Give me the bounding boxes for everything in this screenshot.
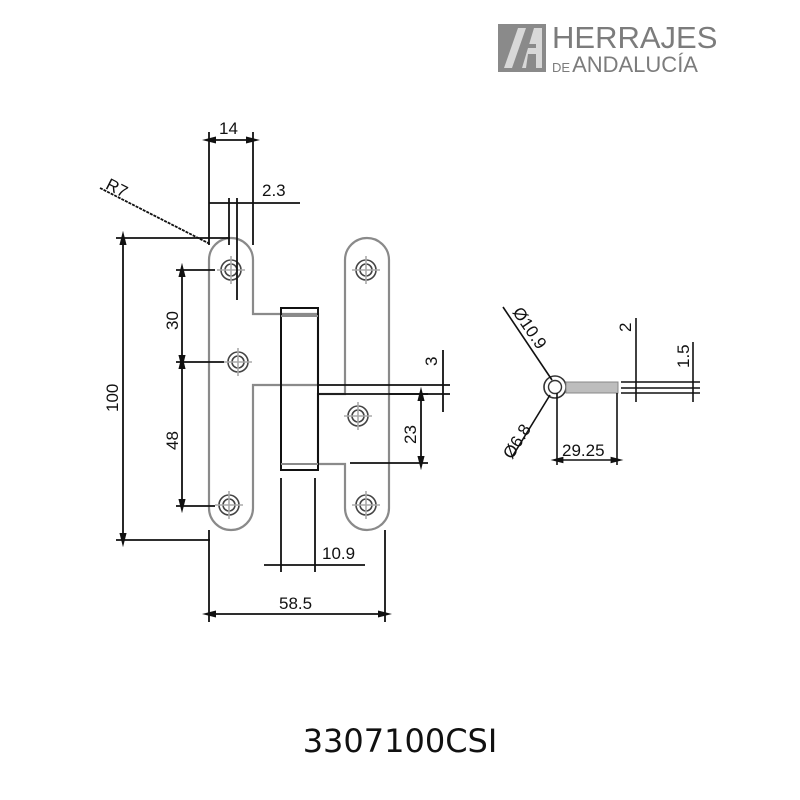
dim-leaf-width: 14 [219,119,238,138]
dim-hole-spacing-bottom: 48 [163,431,182,450]
knuckle [280,307,319,471]
logo-de-text: DE [552,60,571,75]
pin-side-view [502,306,700,465]
screw-holes [215,256,380,519]
dim-knuckle-width: 10.9 [322,544,355,563]
dim-offset: 2.3 [262,181,286,200]
logo-subtitle-text: ANDALUCÍA [572,52,698,77]
part-code: 3307100CSI [302,722,498,760]
dim-total-width: 58.5 [279,594,312,613]
dimension-lines [99,132,450,622]
logo-subtitle: DEANDALUCÍA [552,52,698,78]
left-leaf [207,236,320,532]
brand-logo: HERRAJES DEANDALUCÍA [498,20,717,78]
dim-hole-spacing-top: 30 [163,311,182,330]
logo-brand-text: HERRAJES [552,20,718,55]
logo-mark-icon [498,24,546,72]
dim-pin-length: 29.25 [562,441,605,460]
dim-thickness-b: 1.5 [674,344,693,368]
right-leaf [316,236,391,532]
dim-radius: R7 [103,175,131,202]
dim-thickness-a: 2 [616,323,635,332]
dim-total-height: 100 [103,384,122,412]
dim-right-hole-offset: 23 [401,425,420,444]
dim-gap: 3 [422,357,441,366]
